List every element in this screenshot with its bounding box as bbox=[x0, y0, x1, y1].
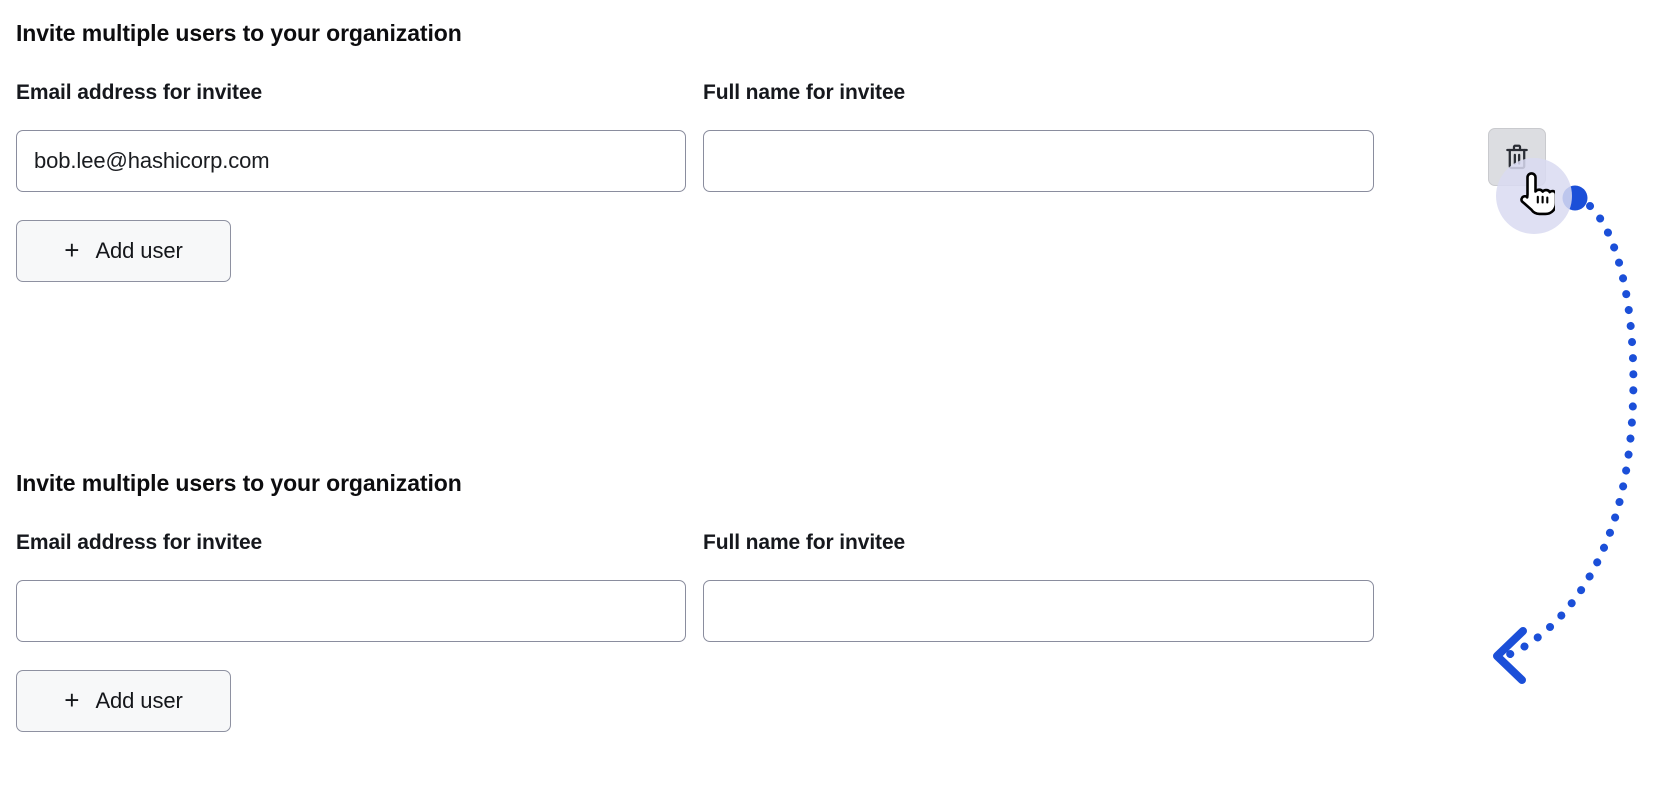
full-name-input[interactable] bbox=[703, 130, 1374, 192]
plus-icon: + bbox=[64, 235, 80, 265]
email-field-label: Email address for invitee bbox=[16, 531, 263, 554]
add-user-button[interactable]: + Add user bbox=[16, 220, 231, 282]
full-name-field-label: Full name for invitee bbox=[703, 531, 906, 554]
email-field-label: Email address for invitee bbox=[16, 81, 263, 104]
add-user-button-label: Add user bbox=[95, 238, 183, 263]
page-title: Invite multiple users to your organizati… bbox=[16, 470, 462, 496]
annotation-arrowhead bbox=[1493, 627, 1527, 684]
page-title: Invite multiple users to your organizati… bbox=[16, 20, 462, 46]
add-user-button-label: Add user bbox=[95, 688, 183, 713]
email-input[interactable] bbox=[16, 580, 686, 642]
annotation-path bbox=[1504, 202, 1638, 659]
add-user-button[interactable]: + Add user bbox=[16, 670, 231, 732]
delete-row-button[interactable] bbox=[1488, 128, 1546, 186]
full-name-field-label: Full name for invitee bbox=[703, 81, 906, 104]
annotation-start-dot bbox=[1562, 185, 1588, 211]
email-input[interactable] bbox=[16, 130, 686, 192]
trash-icon bbox=[1504, 143, 1530, 171]
plus-icon: + bbox=[64, 685, 80, 715]
full-name-input[interactable] bbox=[703, 580, 1374, 642]
